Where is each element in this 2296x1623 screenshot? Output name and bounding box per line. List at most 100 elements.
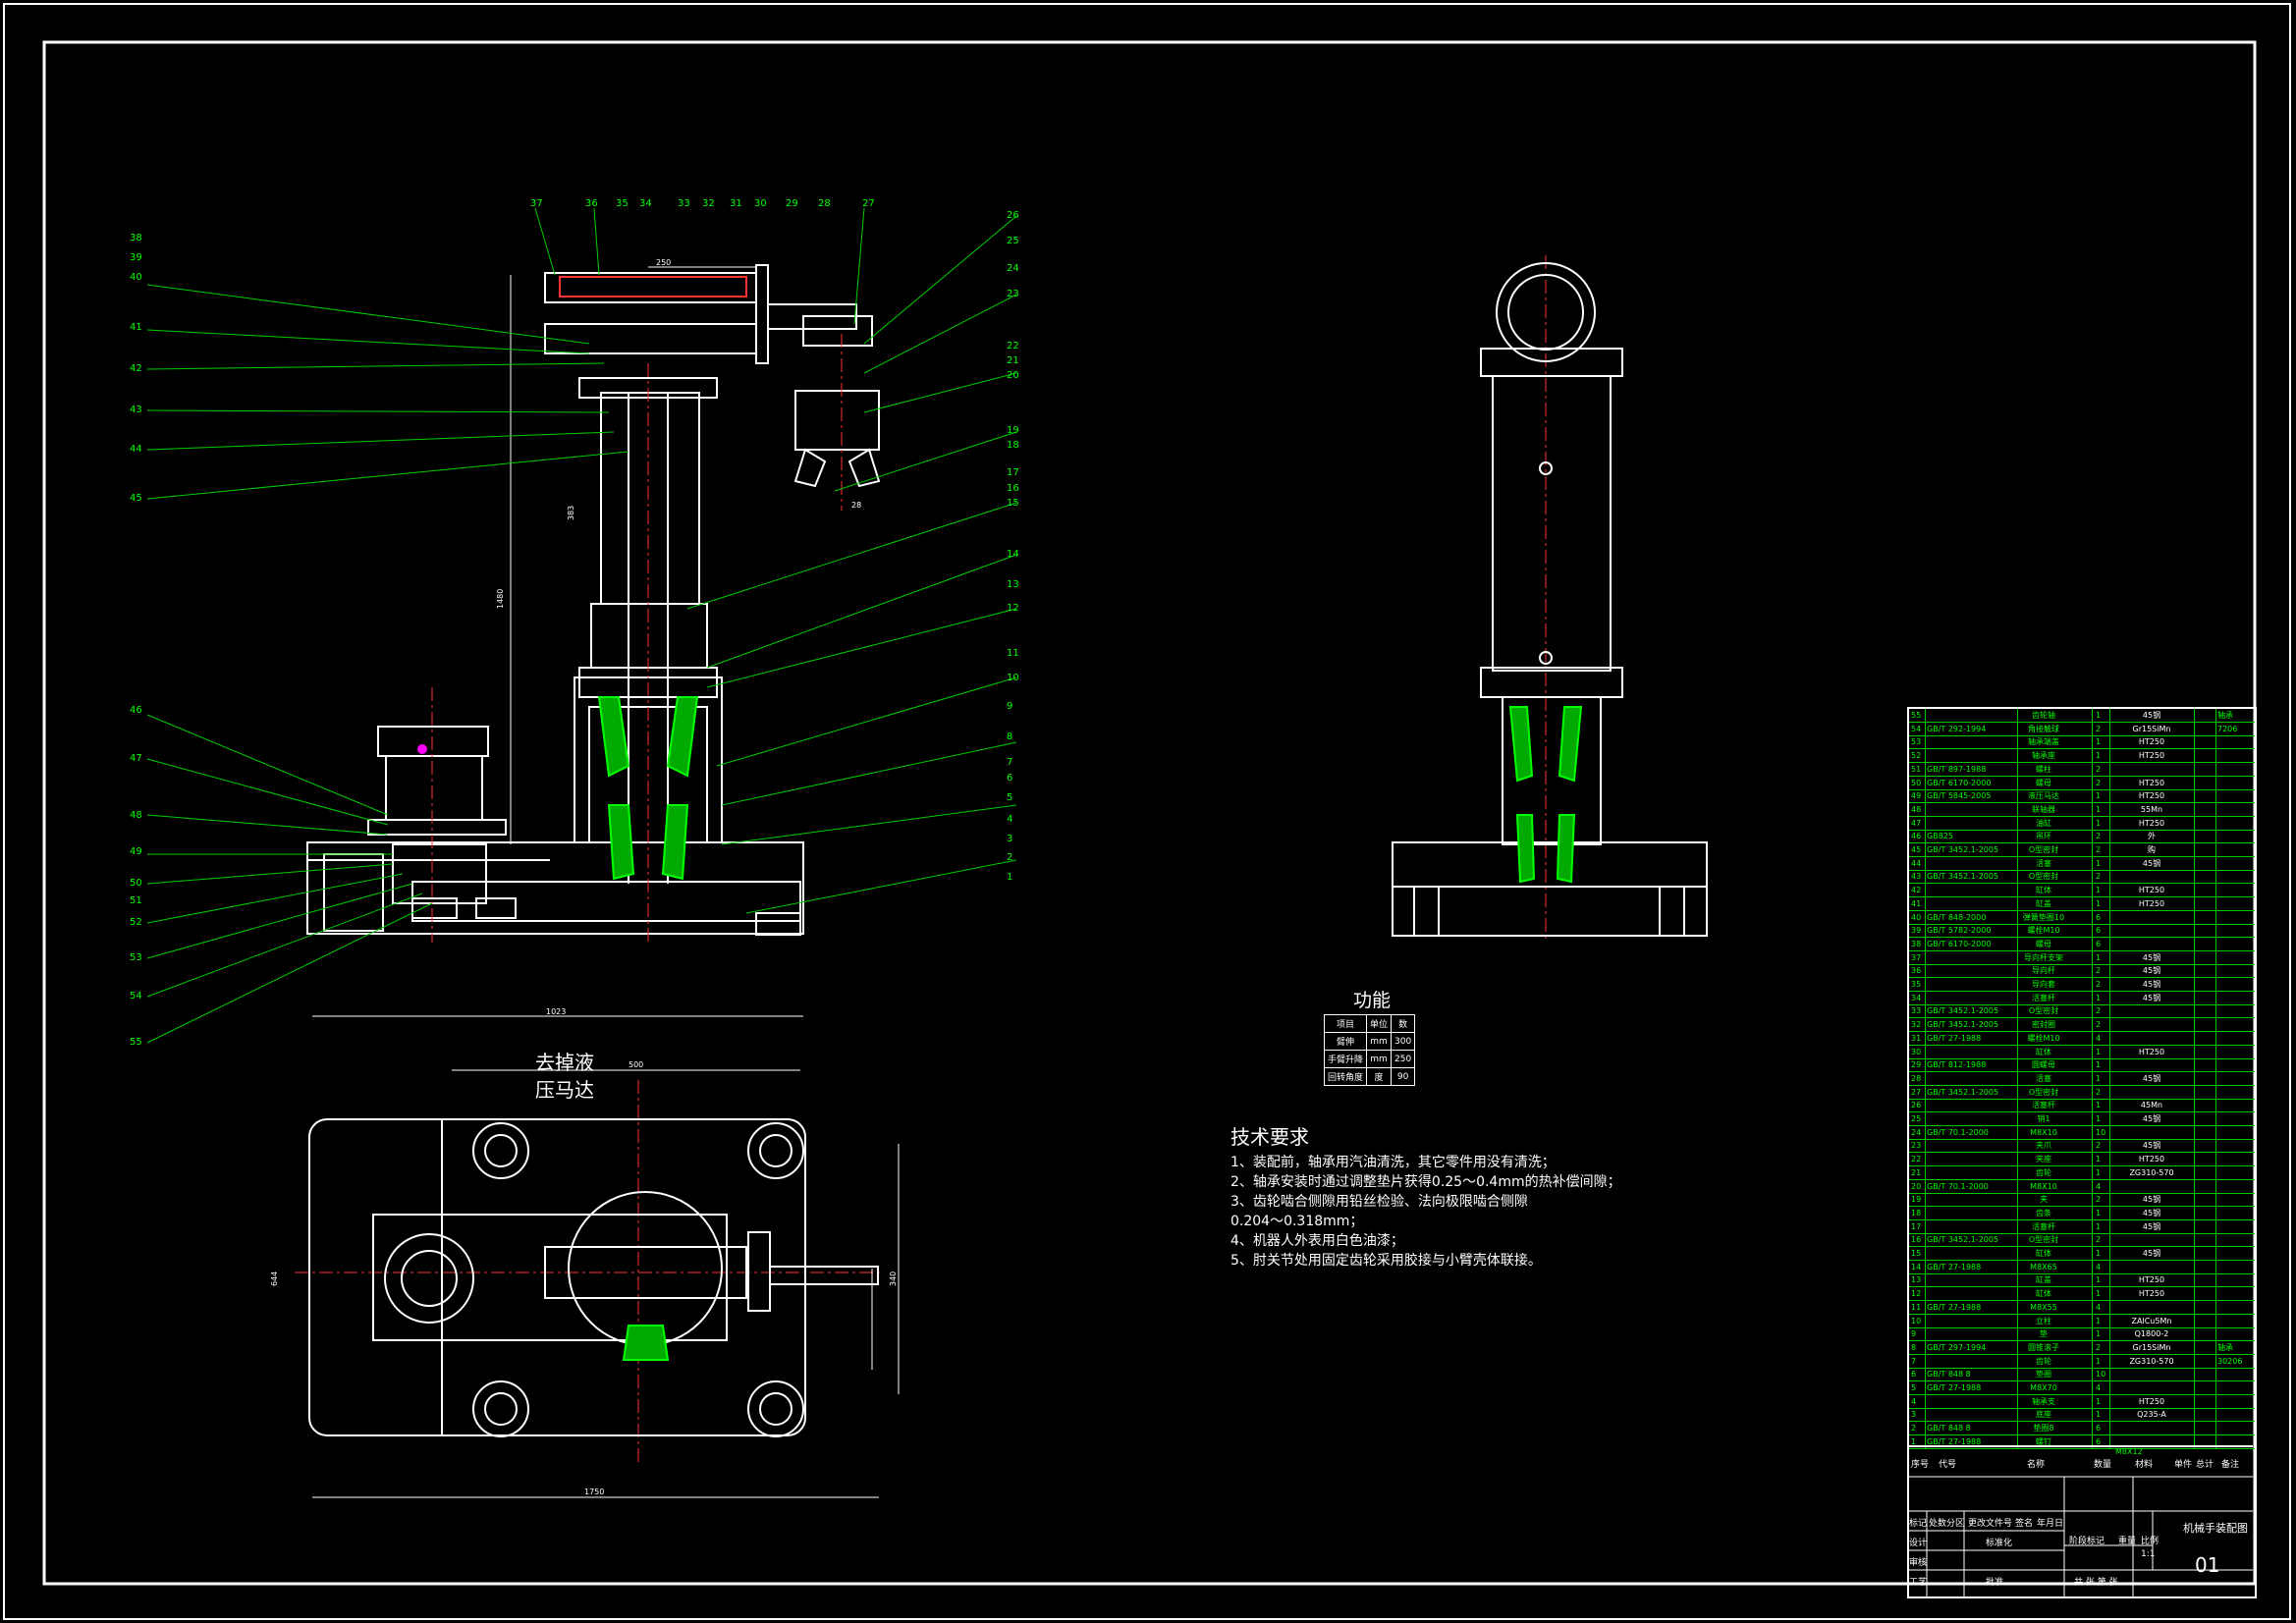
tech-item: 2、轴承安装时通过调整垫片获得0.25～0.4mm的热补偿间隙； [1230, 1174, 1621, 1190]
bom-cell-qty: 4 [2096, 1262, 2102, 1271]
bom-cell-qty: 1 [2096, 1249, 2102, 1258]
tb-process: 工艺 [1909, 1578, 1928, 1588]
bom-cell-note: 轴承 [2217, 711, 2233, 720]
bom-cell-qty: 2 [2096, 724, 2102, 733]
tb-date: 年月日 [2037, 1519, 2064, 1529]
bom-cell-mat: HT250 [2138, 1275, 2165, 1285]
svg-text:42: 42 [130, 363, 142, 374]
bom-cell-qty: 6 [2096, 926, 2102, 936]
bom-cell-name: 轴承端盖 [2028, 737, 2059, 747]
bom-cell-no: 47 [1911, 818, 1922, 828]
dimension-texts: 250 28 1480 383 1023 1750 500 644 340 [270, 258, 898, 1496]
tech-item: 0.204～0.318mm； [1230, 1214, 1364, 1229]
hydraulic-note-line: 压马达 [535, 1078, 594, 1102]
tb-standard: 标准化 [1986, 1539, 2013, 1548]
bom-cell-mat: 45钢 [2142, 993, 2161, 1002]
bom-cell-no: 35 [1911, 980, 1922, 989]
bom-cell-qty: 2 [2096, 966, 2102, 976]
bom-cell-no: 45 [1911, 845, 1922, 854]
bom-cell-mat: 45钢 [2142, 1249, 2161, 1258]
bom-cell-qty: 2 [2096, 764, 2102, 774]
bom-cell-no: 29 [1911, 1060, 1922, 1070]
hydraulic-note-line: 去掉液 [535, 1051, 594, 1074]
bom-cell-mat: 45钢 [2142, 1141, 2161, 1151]
bom-cell-mat: HT250 [2138, 1396, 2165, 1406]
bom-cell-qty: 1 [2096, 886, 2102, 895]
svg-text:6: 6 [1007, 773, 1012, 784]
svg-text:4: 4 [1007, 814, 1012, 825]
bom-divider [2109, 709, 2110, 1449]
bom-cell-mat: HT250 [2138, 791, 2165, 801]
bom-cell-name: M8X65 [2030, 1262, 2057, 1271]
bom-cell-mat: 45钢 [2142, 1221, 2161, 1231]
bom-cell-no: 51 [1911, 764, 1922, 774]
params-cell: mm [1366, 1050, 1393, 1068]
bom-cell-qty: 6 [2096, 912, 2102, 922]
bom-divider [2092, 709, 2093, 1449]
bom-cell-name: 螺栓M10 [2027, 1033, 2060, 1043]
params-cell: 250 [1391, 1050, 1416, 1068]
bom-cell-no: 3 [1911, 1410, 1917, 1420]
bom-cell-mat: 45钢 [2142, 1073, 2161, 1083]
svg-text:1: 1 [1007, 872, 1012, 883]
bom-cell-no: 9 [1911, 1329, 1917, 1339]
bom-cell-no: 41 [1911, 898, 1922, 908]
bom-cell-mat: 45钢 [2142, 1208, 2161, 1217]
bom-cell-qty: 1 [2096, 1396, 2102, 1406]
svg-text:8: 8 [1007, 731, 1012, 742]
bom-cell-qty: 1 [2096, 1155, 2102, 1164]
bom-cell-mat: Gr15SiMn [2132, 724, 2171, 733]
params-header-value: 数 [1391, 1014, 1416, 1033]
svg-text:48: 48 [130, 810, 142, 821]
bom-cell-qty: 2 [2096, 1235, 2102, 1245]
svg-text:383: 383 [567, 506, 575, 520]
params-cell: 300 [1391, 1032, 1416, 1051]
bom-cell-code: GB/T 297-1994 [1927, 1342, 1987, 1352]
svg-text:45: 45 [130, 493, 142, 504]
bom-cell-name: 螺钉 [2036, 1436, 2051, 1446]
bom-cell-mat: 45钢 [2142, 1114, 2161, 1123]
bom-cell-code: GB/T 848 8 [1927, 1424, 1971, 1434]
bom-cell-no: 46 [1911, 832, 1922, 841]
svg-text:11: 11 [1007, 648, 1019, 659]
svg-text:46: 46 [130, 705, 142, 716]
title-block-grid [1907, 1476, 2253, 1596]
svg-text:34: 34 [639, 198, 652, 209]
bom-cell-name: M8X10 [2030, 1181, 2057, 1191]
bom-cell-qty: 1 [2096, 1356, 2102, 1366]
bom-cell-qty: 1 [2096, 1073, 2102, 1083]
bom-cell-name: 缸体 [2036, 1249, 2051, 1258]
svg-text:38: 38 [130, 233, 142, 243]
svg-text:15: 15 [1007, 498, 1019, 509]
params-header-unit: 单位 [1366, 1014, 1393, 1033]
bom-cell-no: 48 [1911, 804, 1922, 814]
bom-cell-qty: 10 [2096, 1370, 2106, 1380]
bom-cell-no: 42 [1911, 886, 1922, 895]
bom-cell-no: 23 [1911, 1141, 1922, 1151]
bom-cell-name: 齿轮轴 [2032, 711, 2055, 720]
tech-item: 1、装配前，轴承用汽油清洗，其它零件用没有清洗； [1230, 1155, 1556, 1170]
svg-text:3: 3 [1007, 834, 1012, 844]
tb-ratio: 1:1 [2141, 1549, 2156, 1559]
svg-text:44: 44 [130, 444, 142, 455]
svg-text:31: 31 [730, 198, 742, 209]
svg-text:33: 33 [678, 198, 690, 209]
bom-cell-mat: HT250 [2138, 818, 2165, 828]
svg-text:35: 35 [616, 198, 629, 209]
bom-cell-no: 32 [1911, 1020, 1922, 1030]
bom-cell-mat: 45钢 [2142, 858, 2161, 868]
bom-cell-no: 22 [1911, 1155, 1922, 1164]
